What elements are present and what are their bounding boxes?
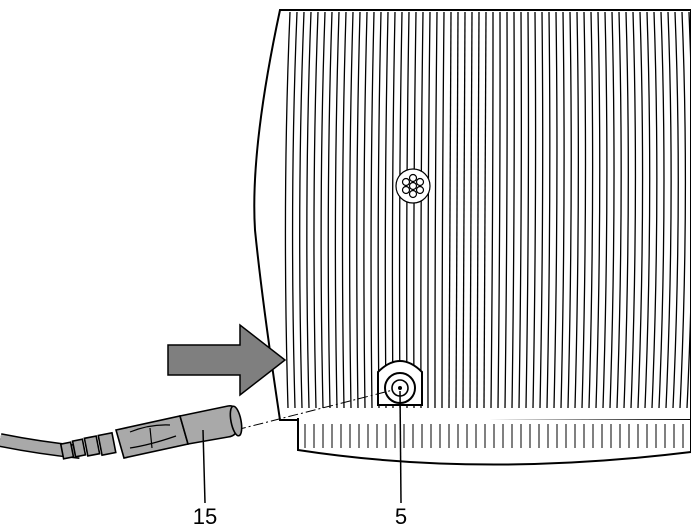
rib-line: [370, 11, 375, 409]
rib-line: [532, 11, 537, 409]
rib-line: [299, 11, 305, 409]
rib-line: [441, 11, 445, 409]
rib-line: [581, 11, 587, 409]
rib-line: [413, 11, 417, 409]
rib-line: [476, 11, 480, 409]
rib-line: [623, 11, 629, 409]
rib-line: [420, 11, 424, 409]
rib-line: [553, 11, 558, 409]
rib-line: [462, 11, 466, 409]
rib-line: [490, 11, 494, 409]
rib-line: [672, 11, 679, 409]
rib-line: [504, 11, 508, 409]
rib-line: [644, 11, 651, 409]
rib-line: [313, 11, 319, 409]
rib-line: [525, 11, 530, 409]
base-ribs: [304, 424, 684, 448]
rib-line: [284, 11, 291, 409]
rib-line: [567, 11, 572, 409]
rib-line: [291, 11, 298, 409]
callout-leader-15: [202, 429, 206, 504]
rib-line: [391, 11, 396, 409]
rib-line: [595, 11, 601, 409]
rib-line: [455, 11, 459, 409]
insert-direction-arrow-icon: [167, 323, 287, 397]
rib-line: [363, 11, 368, 409]
rib-line: [560, 11, 565, 409]
speaker-grille-icon: [395, 168, 431, 204]
device-base: [297, 418, 691, 466]
rib-line: [327, 11, 333, 409]
rib-line: [574, 11, 580, 409]
rib-line: [518, 11, 522, 409]
rib-line: [511, 11, 515, 409]
rib-line: [427, 11, 431, 409]
rib-line: [348, 11, 354, 409]
rib-line: [356, 11, 361, 409]
device-ribs: [284, 11, 691, 409]
rib-line: [630, 11, 637, 409]
rib-line: [398, 11, 403, 409]
rib-line: [341, 11, 347, 409]
rib-line: [602, 11, 608, 409]
rib-line: [616, 11, 622, 409]
callout-label-5: 5: [395, 504, 407, 528]
rib-line: [483, 11, 487, 409]
alignment-line: [235, 389, 394, 431]
callout-leader-5: [399, 390, 402, 504]
rib-line: [658, 11, 665, 409]
device-body: [253, 9, 691, 421]
rib-line: [320, 11, 326, 409]
rib-line: [609, 11, 615, 409]
rib-line: [469, 11, 473, 409]
power-plug-icon: [59, 404, 243, 460]
callout-label-15: 15: [193, 504, 217, 528]
rib-line: [406, 11, 410, 409]
rib-line: [679, 11, 687, 409]
rib-line: [651, 11, 658, 409]
rib-line: [665, 11, 672, 409]
rib-line: [334, 11, 340, 409]
rib-line: [448, 11, 452, 409]
rib-line: [434, 11, 438, 409]
rib-line: [497, 11, 501, 409]
rib-line: [588, 11, 594, 409]
rib-line: [637, 11, 644, 409]
rib-line: [377, 11, 382, 409]
rib-line: [306, 11, 312, 409]
rib-line: [539, 11, 544, 409]
dc-socket-icon: [377, 360, 423, 406]
rib-line: [546, 11, 551, 409]
rib-line: [384, 11, 389, 409]
